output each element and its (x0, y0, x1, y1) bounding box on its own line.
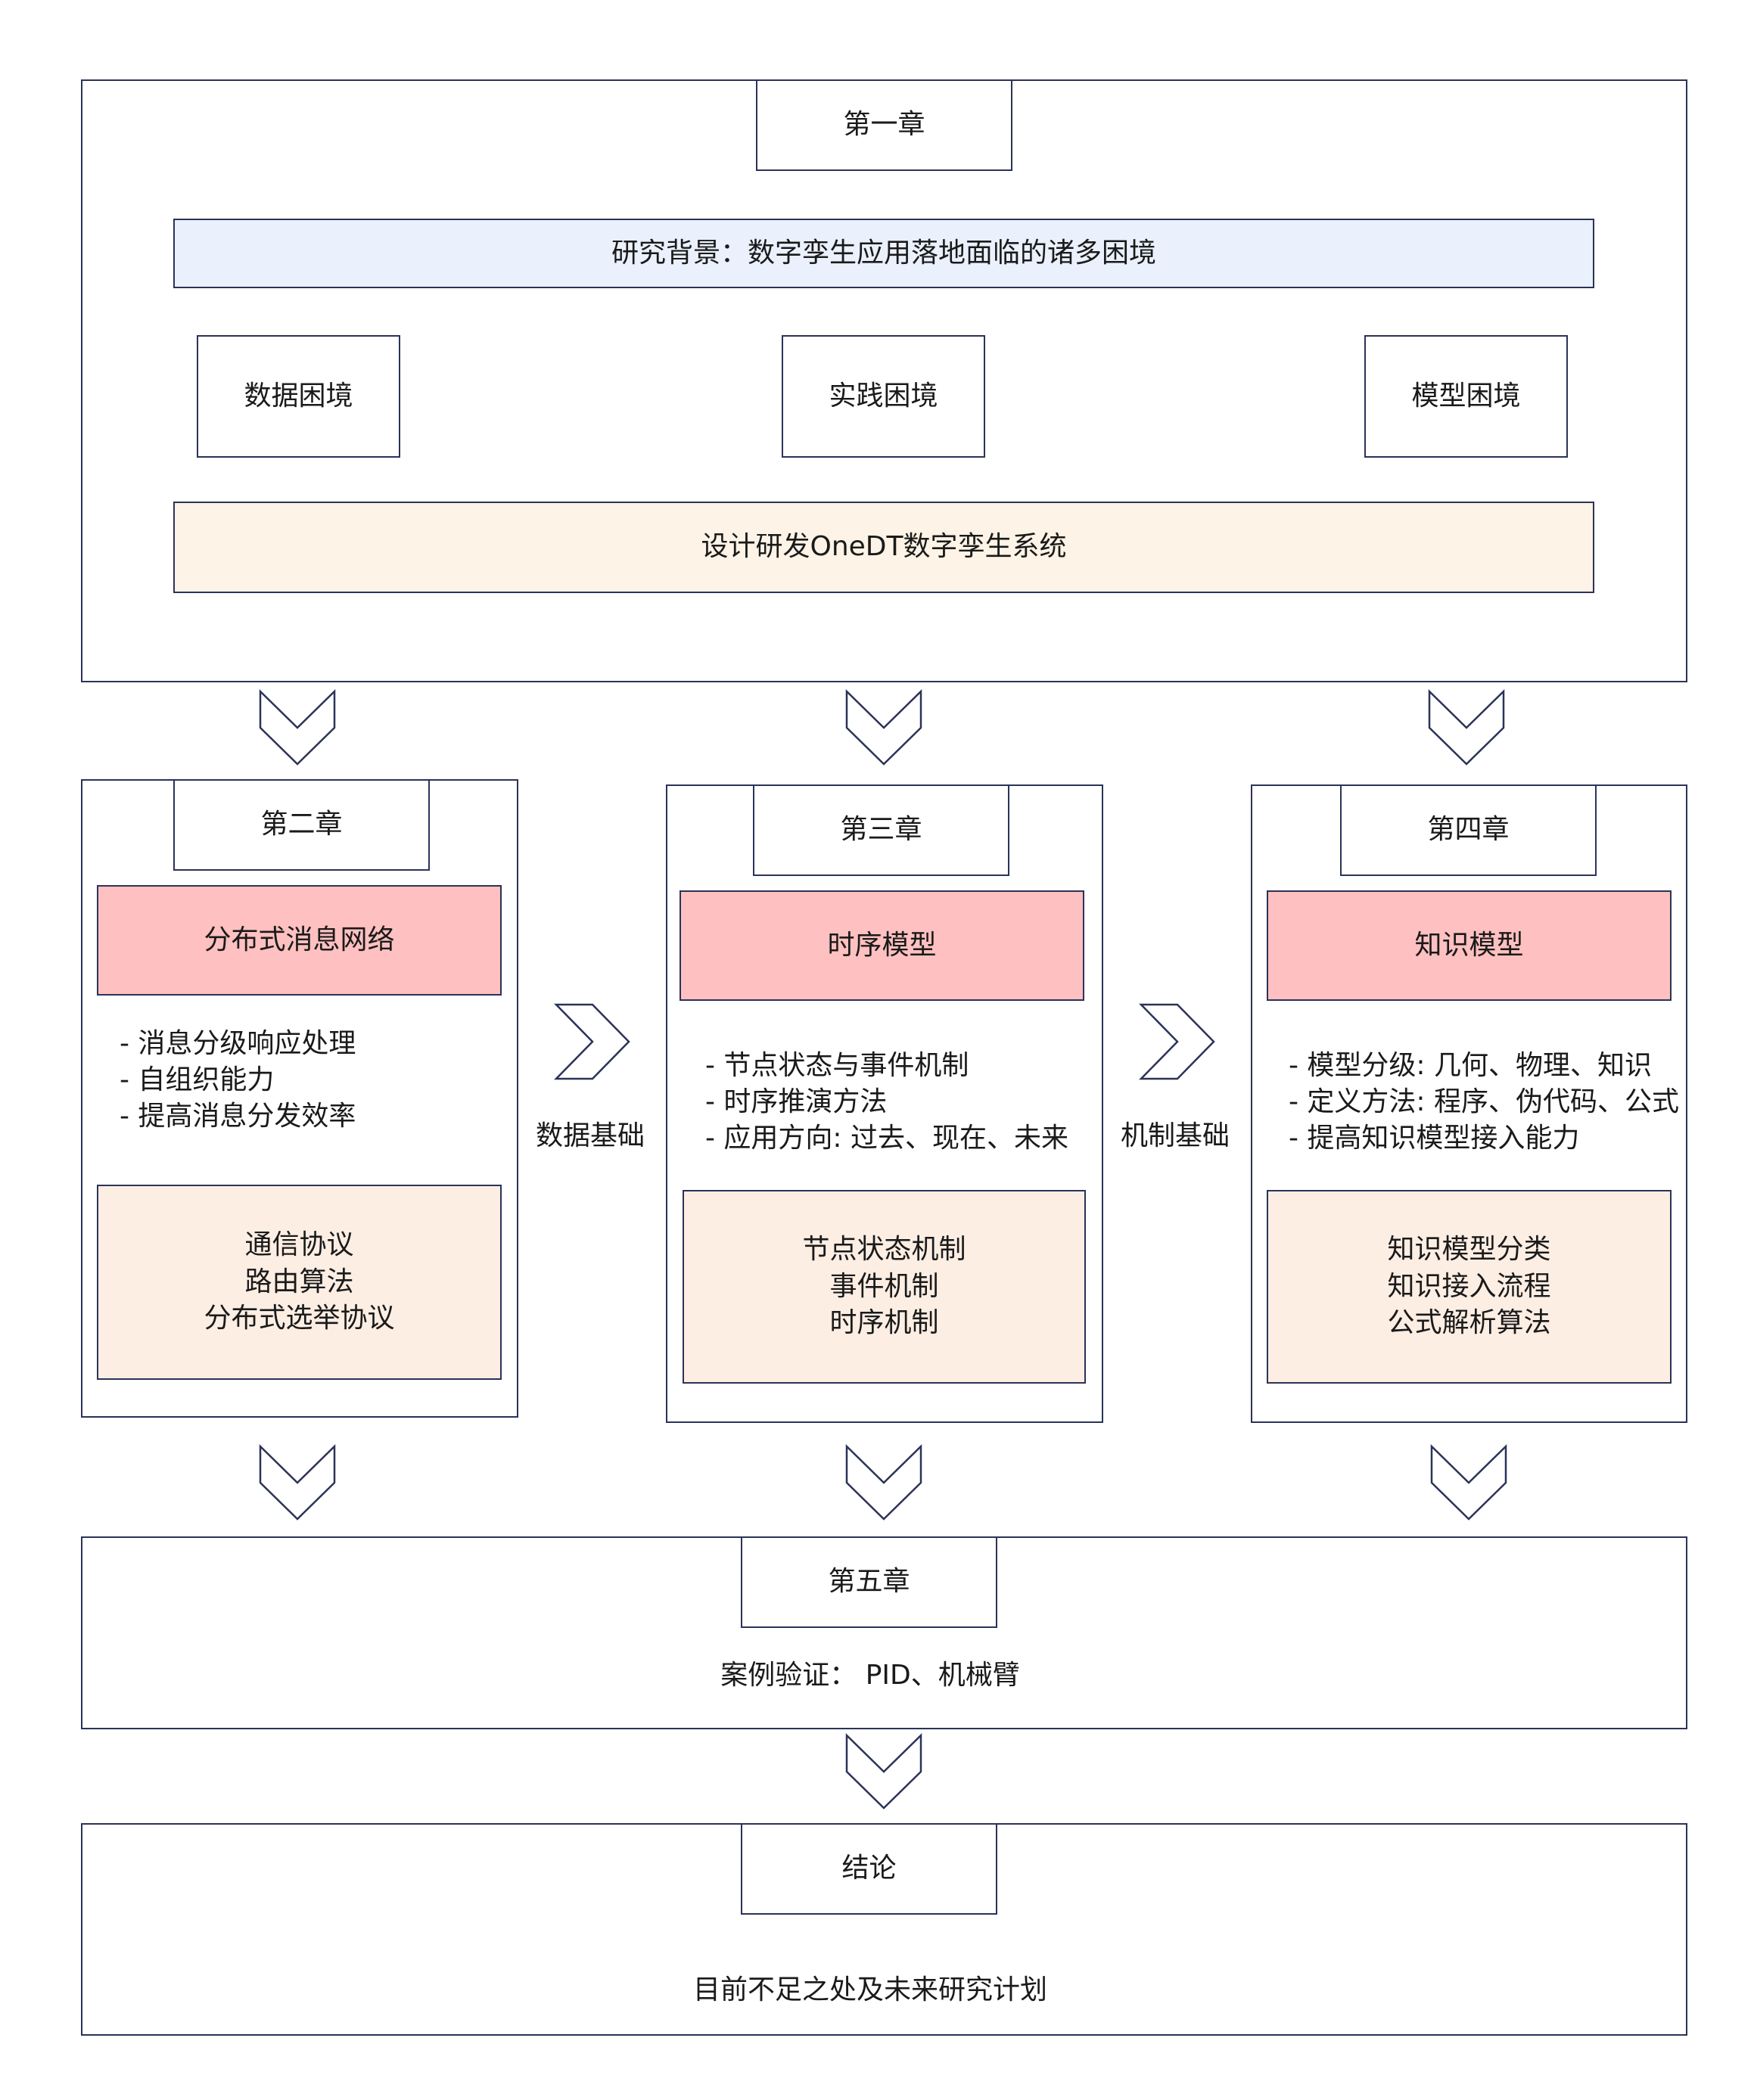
conclusion-title: 结论 (741, 1823, 997, 1915)
chapter5-title: 第五章 (741, 1536, 997, 1628)
method-item: 事件机制 (829, 1270, 939, 1302)
chevron-down-icon (259, 689, 336, 766)
chapter3-topic: 时序模型 (680, 890, 1084, 1001)
chapter2-title: 第二章 (173, 779, 430, 871)
method-item: 时序机制 (829, 1307, 939, 1339)
chevron-down-icon (845, 1733, 922, 1810)
chapter3-title: 第三章 (753, 784, 1009, 876)
onedt-solution-bar: 设计研发OneDT数字孪生系统 (173, 502, 1594, 593)
chevron-down-icon (1430, 1444, 1507, 1521)
chevron-down-icon (845, 689, 922, 766)
chapter2-methods: 通信协议 路由算法 分布式选举协议 (97, 1185, 502, 1380)
bullet-item: - 模型分级: 几何、物理、知识 (1289, 1050, 1653, 1081)
chapter2-bullets: - 消息分级响应处理 - 自组织能力 - 提高消息分发效率 (120, 1026, 356, 1135)
bullet-item: - 时序推演方法 (705, 1086, 888, 1117)
chapter2-topic: 分布式消息网络 (97, 885, 502, 996)
method-item: 分布式选举协议 (204, 1303, 395, 1334)
case-study-text: 案例验证： PID、机械臂 (720, 1660, 1020, 1691)
method-item: 通信协议 (244, 1229, 354, 1261)
model-dilemma-box: 模型困境 (1364, 335, 1568, 458)
data-dilemma-box: 数据困境 (197, 335, 400, 458)
method-item: 路由算法 (244, 1266, 354, 1297)
chevron-right-icon (554, 1003, 630, 1080)
method-item: 知识接入流程 (1387, 1270, 1551, 1302)
chapter1-title: 第一章 (756, 79, 1012, 171)
chapter4-title: 第四章 (1340, 784, 1597, 876)
research-background-bar: 研究背景：数字孪生应用落地面临的诸多困境 (173, 219, 1594, 288)
method-item: 公式解析算法 (1387, 1307, 1551, 1339)
bullet-item: - 应用方向: 过去、现在、未来 (705, 1123, 1069, 1154)
mechanism-basis-label: 机制基础 (1120, 1120, 1230, 1151)
bullet-item: - 提高消息分发效率 (120, 1101, 356, 1132)
bullet-item: - 节点状态与事件机制 (705, 1050, 969, 1081)
chevron-down-icon (845, 1444, 922, 1521)
bullet-item: - 消息分级响应处理 (120, 1028, 356, 1059)
chevron-right-icon (1139, 1003, 1215, 1080)
bullet-item: - 自组织能力 (120, 1064, 275, 1095)
method-item: 节点状态机制 (802, 1234, 966, 1266)
chapter3-methods: 节点状态机制 事件机制 时序机制 (683, 1190, 1086, 1384)
chevron-down-icon (1428, 689, 1505, 766)
chapter3-bullets: - 节点状态与事件机制 - 时序推演方法 - 应用方向: 过去、现在、未来 (705, 1048, 1068, 1157)
bullet-item: - 提高知识模型接入能力 (1289, 1123, 1580, 1154)
chapter4-methods: 知识模型分类 知识接入流程 公式解析算法 (1267, 1190, 1672, 1384)
chapter4-bullets: - 模型分级: 几何、物理、知识 - 定义方法: 程序、伪代码、公式 - 提高知… (1289, 1048, 1679, 1157)
chapter4-topic: 知识模型 (1267, 890, 1672, 1001)
bullet-item: - 定义方法: 程序、伪代码、公式 (1289, 1086, 1680, 1117)
practice-dilemma-box: 实践困境 (782, 335, 985, 458)
data-basis-label: 数据基础 (535, 1120, 645, 1151)
future-work-text: 目前不足之处及未来研究计划 (692, 1974, 1047, 2005)
chevron-down-icon (259, 1444, 336, 1521)
method-item: 知识模型分类 (1387, 1234, 1551, 1266)
